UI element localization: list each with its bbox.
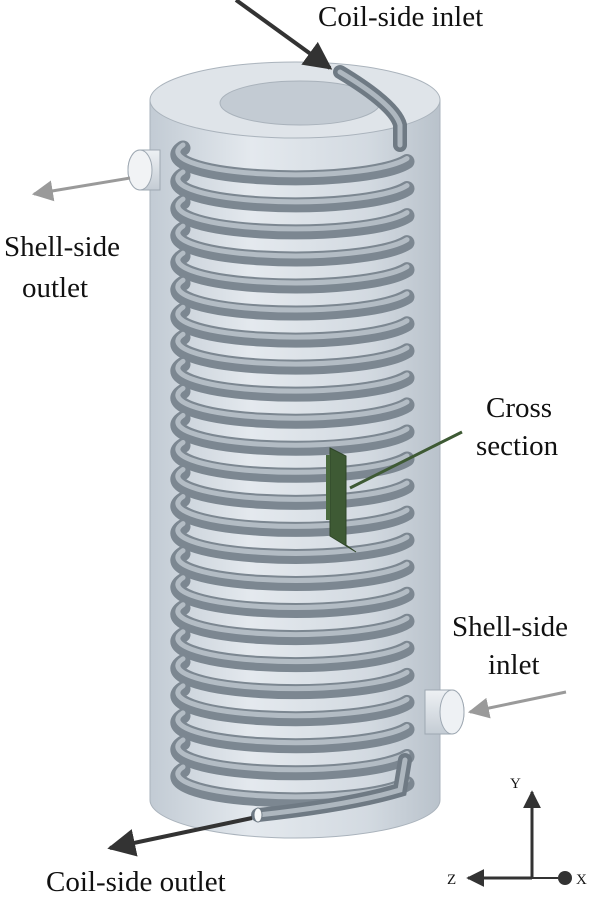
coil-outlet-pipe (251, 753, 412, 823)
cross-section-label-line2: section (476, 430, 559, 462)
y-axis-label: Y (510, 776, 521, 792)
shell-outlet-arrow (31, 176, 131, 202)
coil-turn-highlight (175, 250, 410, 286)
cross-section-leader-line (349, 430, 463, 490)
coil-outlet-label: Coil-side outlet (46, 866, 226, 897)
cross-section-plane (326, 447, 357, 553)
coil-turn-highlight (175, 358, 410, 394)
x-axis-dot (558, 871, 572, 885)
z-axis-label: Z (447, 872, 456, 888)
coil-turn-highlight (175, 737, 410, 773)
coordinate-axes: Y Z X (447, 776, 587, 888)
coil-turn-highlight (175, 602, 410, 638)
coil-turn-highlight (175, 331, 410, 367)
coil-turn-highlight (175, 277, 410, 313)
shell-outlet-nozzle (127, 149, 161, 191)
shell-inlet-label-line2: inlet (488, 649, 540, 681)
coil-inlet-pipe (333, 65, 407, 152)
coil-outlet-arrow (107, 816, 253, 857)
shell-inlet-label-line1: Shell-side (452, 611, 568, 643)
coil-turn-highlight (175, 142, 410, 178)
helical-coil (170, 140, 415, 808)
coil-turn-highlight (175, 385, 410, 421)
coil-turn-highlight (175, 439, 410, 475)
coil-inlet-arrow (234, 0, 333, 70)
coil-turn-highlight (175, 656, 410, 692)
coil-inlet-label: Coil-side inlet (318, 1, 483, 33)
shell-inlet-arrow (467, 690, 567, 719)
shell-outlet-label-line1: Shell-side (4, 231, 120, 263)
coil-turn-highlight (175, 710, 410, 746)
shell-inlet-nozzle (424, 689, 465, 735)
coil-turn-highlight (175, 494, 410, 529)
coil-turn-highlight (175, 412, 410, 448)
coil-turn-highlight (175, 575, 410, 610)
cross-section-label-line1: Cross (486, 392, 552, 424)
coil-turn-highlight (175, 196, 410, 232)
coil-turn-highlight (175, 521, 410, 556)
coil-turn-highlight (175, 467, 410, 502)
x-axis-label: X (576, 872, 587, 888)
coil-turn-highlight (175, 223, 410, 259)
coil-turn-highlight (175, 548, 410, 583)
coil-turn-highlight (175, 683, 410, 719)
coil-turn-highlight (175, 629, 410, 665)
shell-outlet-label-line2: outlet (22, 272, 88, 304)
coil-turn-highlight (175, 304, 410, 340)
coil-turn-highlight (175, 169, 410, 205)
